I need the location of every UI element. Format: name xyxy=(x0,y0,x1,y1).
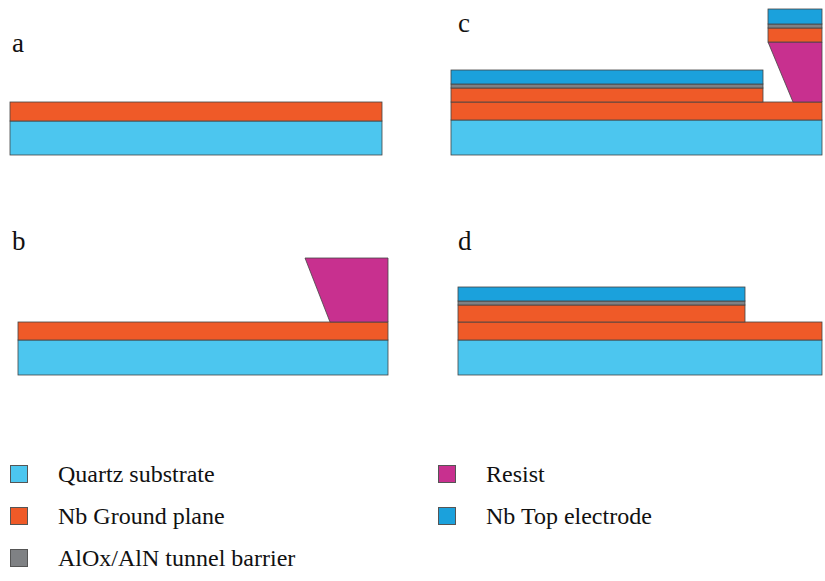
legend-swatch xyxy=(438,507,456,525)
panel-letter: d xyxy=(458,228,472,255)
top-electrode-layer xyxy=(768,9,822,24)
ground-plane-layer xyxy=(451,102,822,120)
top-electrode-layer xyxy=(458,287,745,301)
legend-text: Nb Top electrode xyxy=(486,504,652,528)
legend-item: Quartz substrate xyxy=(10,462,215,486)
legend-text: Resist xyxy=(486,462,545,486)
legend-swatch xyxy=(10,507,28,525)
ground-plane-layer xyxy=(458,322,822,340)
top-electrode-layer xyxy=(451,70,763,84)
substrate-layer xyxy=(451,120,822,155)
legend-text: Quartz substrate xyxy=(58,462,215,486)
legend-item: Nb Ground plane xyxy=(10,504,225,528)
ground-plane-layer xyxy=(18,322,388,340)
legend-item: AlOx/AlN tunnel barrier xyxy=(10,546,295,570)
substrate-layer xyxy=(18,340,388,375)
base-electrode-layer xyxy=(458,305,745,322)
legend-swatch xyxy=(10,465,28,483)
resist-block xyxy=(305,258,388,322)
substrate-layer xyxy=(10,121,382,155)
legend-item: Resist xyxy=(438,462,545,486)
legend-text: AlOx/AlN tunnel barrier xyxy=(58,546,295,570)
tunnel-barrier-layer xyxy=(458,301,745,305)
base-electrode-layer xyxy=(768,28,822,42)
tunnel-barrier-layer xyxy=(768,24,822,28)
legend-swatch xyxy=(438,465,456,483)
panel-letter: a xyxy=(12,30,24,57)
base-electrode-layer xyxy=(451,88,763,102)
panel-letter: c xyxy=(458,10,470,37)
legend-swatch xyxy=(10,549,28,567)
substrate-layer xyxy=(458,340,822,375)
ground-plane-layer xyxy=(10,102,382,121)
panel-letter: b xyxy=(12,228,26,255)
legend-item: Nb Top electrode xyxy=(438,504,652,528)
legend-text: Nb Ground plane xyxy=(58,504,225,528)
resist-block xyxy=(768,42,822,102)
tunnel-barrier-layer xyxy=(451,84,763,88)
